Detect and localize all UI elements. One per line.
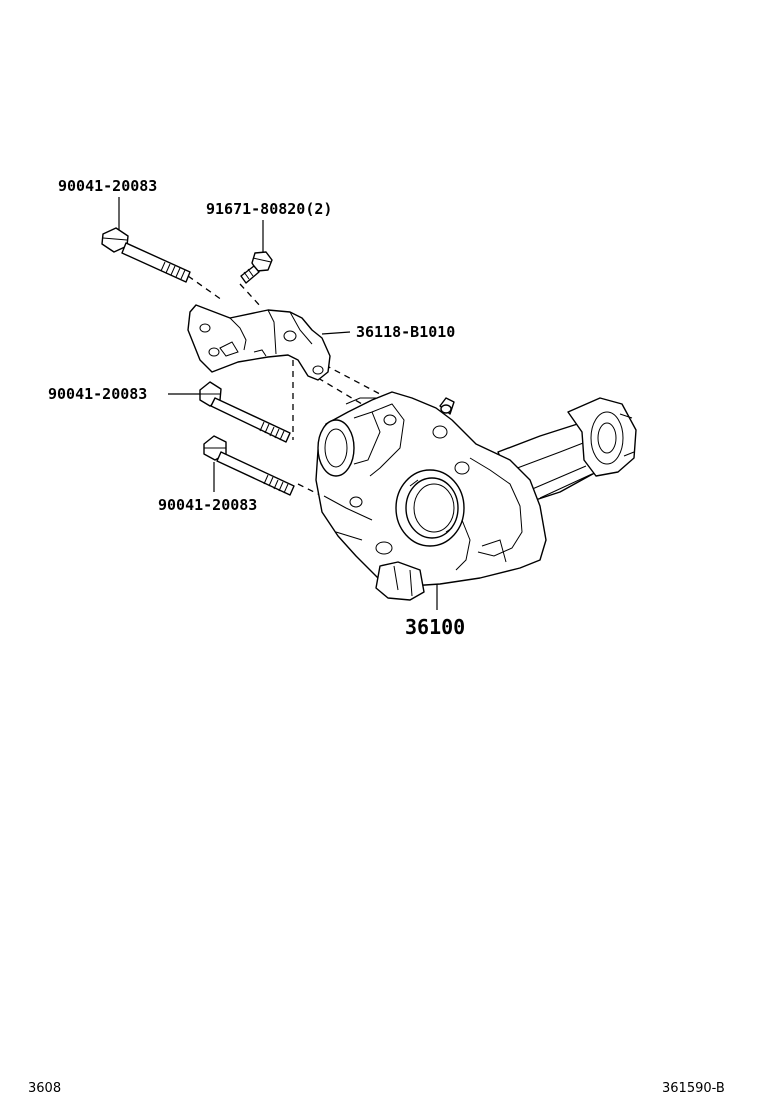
callout-bolt-top: 90041-20083 — [58, 177, 157, 195]
assembly-lines — [187, 275, 396, 501]
callout-transfer-assembly: 36100 — [405, 615, 465, 639]
footer-left-code: 3608 — [28, 1081, 61, 1096]
transfer-assembly-icon — [315, 391, 637, 601]
bolt-small-icon — [240, 251, 273, 284]
bolt-top-icon — [101, 227, 191, 283]
leader-lines — [118, 197, 438, 610]
callout-bolt-small: 91671-80820(2) — [206, 200, 332, 218]
footer-right-code: 361590-B — [662, 1081, 725, 1096]
bracket-icon — [187, 304, 331, 381]
callout-bracket: 36118-B1010 — [356, 323, 455, 341]
callout-bolt-lower: 90041-20083 — [158, 496, 257, 514]
bolt-middle-icon — [199, 381, 291, 443]
bolt-lower-icon — [203, 435, 295, 496]
callout-bolt-middle: 90041-20083 — [48, 385, 147, 403]
